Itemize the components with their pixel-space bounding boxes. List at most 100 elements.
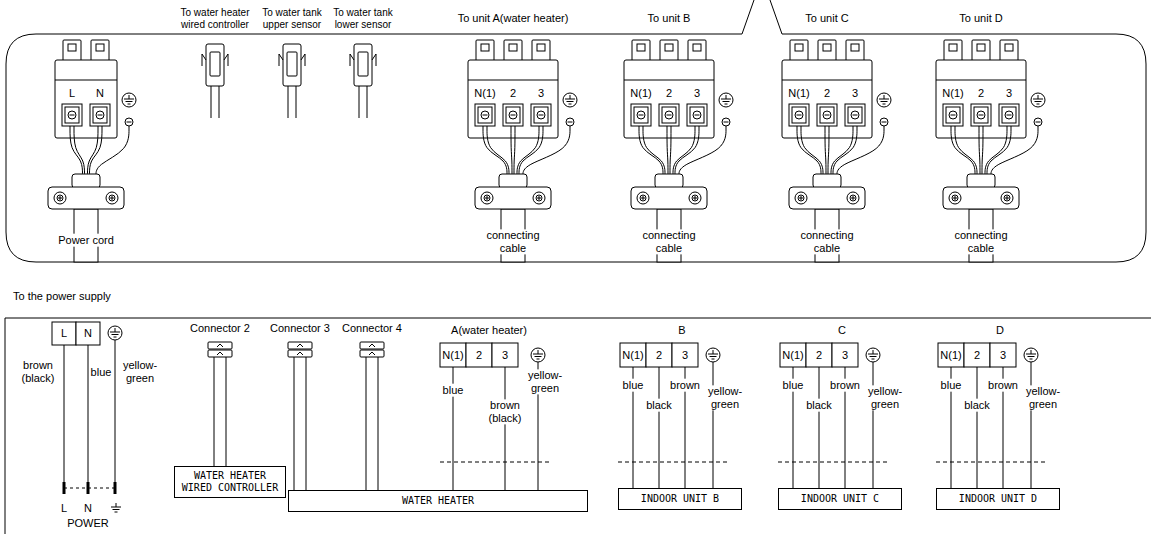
drawing-stroke xyxy=(847,192,859,204)
drawing-stroke xyxy=(111,507,121,508)
drawing-stroke xyxy=(868,354,878,355)
drawing-stroke xyxy=(484,195,490,201)
label: Connector 4 xyxy=(341,322,403,335)
unit-name: INDOOR UNIT D xyxy=(959,493,1037,505)
terminal-strip xyxy=(936,343,1046,488)
drawing-stroke xyxy=(798,195,804,201)
drawing-stroke xyxy=(88,345,89,490)
drawing-stroke xyxy=(1038,95,1039,99)
unit-box: WATER HEATER xyxy=(288,490,588,512)
drawing-stroke xyxy=(487,196,488,200)
drawing-stroke xyxy=(116,503,117,507)
drawing-stroke xyxy=(96,111,104,119)
drawing-stroke xyxy=(999,104,1019,126)
drawing-stroke xyxy=(640,195,646,201)
drawing-stroke xyxy=(481,192,493,204)
drawing-stroke xyxy=(620,343,646,367)
label: 3 xyxy=(851,87,859,100)
label: To unit A(water heater) xyxy=(457,12,570,25)
drawing-stroke xyxy=(279,54,283,60)
drawing-stroke xyxy=(297,344,303,347)
drawing-stroke xyxy=(943,187,1019,209)
label: 2 xyxy=(509,87,517,100)
drawing-stroke xyxy=(476,40,494,62)
drawing-stroke xyxy=(882,122,887,123)
drawing-stroke xyxy=(74,126,85,176)
label: Connector 3 xyxy=(269,322,331,335)
drawing-stroke xyxy=(440,343,466,367)
drawing-stroke xyxy=(114,337,117,338)
label: black xyxy=(805,399,833,412)
drawing-stroke xyxy=(91,40,109,62)
drawing-stroke xyxy=(795,192,807,204)
terminal-block xyxy=(48,40,136,262)
drawing-stroke xyxy=(70,126,83,176)
drawing-stroke xyxy=(1002,107,1016,123)
unit-name: INDOOR UNIT B xyxy=(641,493,719,505)
drawing-stroke xyxy=(643,126,665,176)
drawing-stroke xyxy=(48,187,124,209)
drawing-stroke xyxy=(537,359,540,360)
unit-name: WATER HEATER WIRED CONTROLLER xyxy=(179,470,281,494)
drawing-stroke xyxy=(637,44,645,51)
label: blue xyxy=(442,384,465,397)
label: N(1) xyxy=(629,87,652,100)
drawing-stroke xyxy=(113,509,120,510)
drawing-stroke xyxy=(55,80,117,81)
drawing-stroke xyxy=(949,44,957,51)
drawing-stroke xyxy=(492,343,518,367)
drawing-stroke xyxy=(563,93,577,107)
drawing-stroke xyxy=(532,40,550,62)
unit-name: INDOOR UNIT C xyxy=(801,493,879,505)
drawing-stroke xyxy=(1031,93,1045,107)
drawing-stroke xyxy=(358,52,368,76)
label: L xyxy=(68,87,76,100)
drawing-stroke xyxy=(297,352,303,355)
label: N xyxy=(95,87,105,100)
drawing-stroke xyxy=(624,60,714,138)
drawing-stroke xyxy=(534,107,548,123)
drawing-stroke xyxy=(283,44,301,86)
drawing-stroke xyxy=(475,104,495,126)
label: 3 xyxy=(999,349,1007,362)
drawing-stroke xyxy=(369,352,375,355)
drawing-stroke xyxy=(214,357,215,466)
drawing-stroke xyxy=(505,367,506,490)
drawing-stroke xyxy=(76,322,100,345)
label: To water heater wired controller xyxy=(178,7,252,30)
drawing-stroke xyxy=(873,350,874,354)
drawing-stroke xyxy=(974,107,988,123)
drawing-stroke xyxy=(301,54,305,60)
unit-name: WATER HEATER xyxy=(402,495,474,507)
drawing-stroke xyxy=(509,44,517,51)
terminal-block xyxy=(936,40,1045,262)
drawing-stroke xyxy=(64,488,115,489)
drawing-stroke xyxy=(689,192,701,204)
drawing-stroke xyxy=(977,111,985,119)
drawing-stroke xyxy=(1005,44,1013,51)
label: Connector 2 xyxy=(189,322,251,335)
drawing-stroke xyxy=(848,107,862,123)
drawing-stroke xyxy=(870,356,877,357)
drawing-stroke xyxy=(294,357,295,490)
drawing-stroke xyxy=(801,126,823,176)
drawing-stroke xyxy=(93,107,107,123)
drawing-stroke xyxy=(208,350,232,357)
label: blue xyxy=(782,379,805,392)
drawing-stroke xyxy=(1001,192,1013,204)
drawing-stroke xyxy=(949,192,961,204)
drawing-stroke xyxy=(955,196,956,200)
drawing-stroke xyxy=(514,126,515,176)
drawing-stroke xyxy=(819,367,820,488)
drawing-stroke xyxy=(631,187,707,209)
label: brown xyxy=(669,379,701,392)
drawing-stroke xyxy=(475,187,551,209)
drawing-stroke xyxy=(955,126,977,176)
drawing-stroke xyxy=(115,512,118,513)
label: black xyxy=(645,399,673,412)
drawing-stroke xyxy=(944,40,962,62)
drawing-stroke xyxy=(987,126,1011,176)
drawing-stroke xyxy=(618,462,728,463)
label: 3 xyxy=(1005,87,1013,100)
drawing-stroke xyxy=(112,196,113,200)
